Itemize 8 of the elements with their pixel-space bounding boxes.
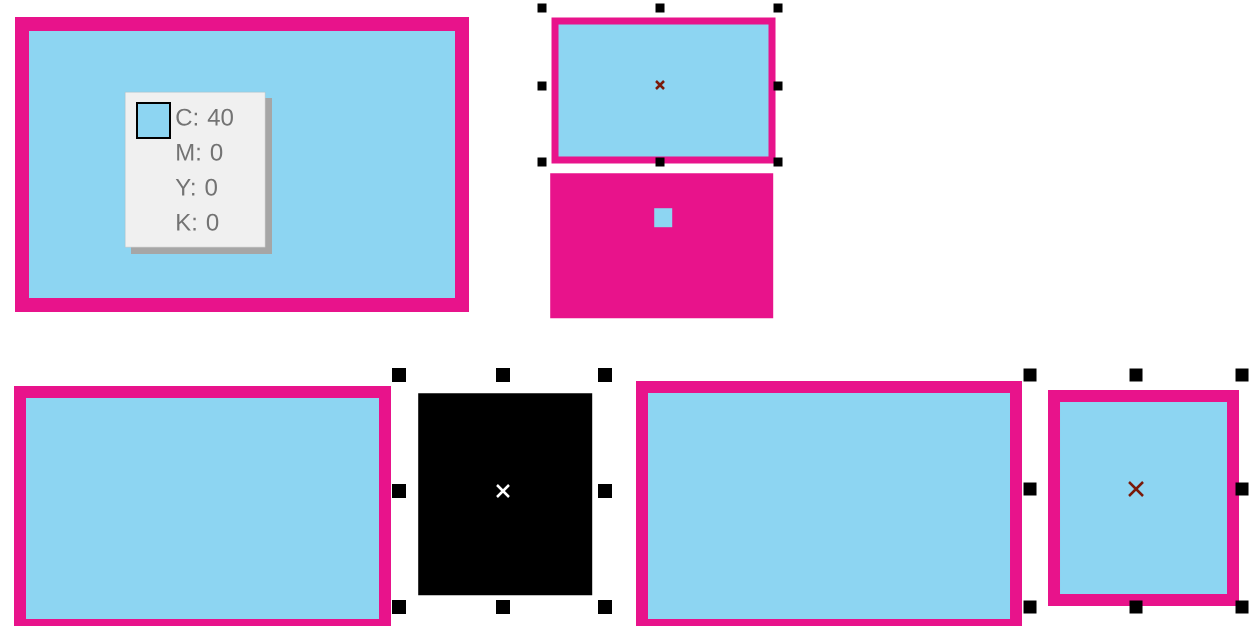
rectangle bbox=[1048, 390, 1239, 606]
tooltip: C: 40 M: 0 Y: 0 K: 0 bbox=[125, 92, 272, 254]
filled-rectangle bbox=[418, 393, 593, 596]
filled-rectangle bbox=[550, 173, 774, 319]
rectangle bbox=[551, 17, 776, 164]
color-swatch bbox=[654, 208, 673, 228]
rectangle bbox=[14, 386, 391, 626]
rectangle bbox=[636, 381, 1022, 626]
